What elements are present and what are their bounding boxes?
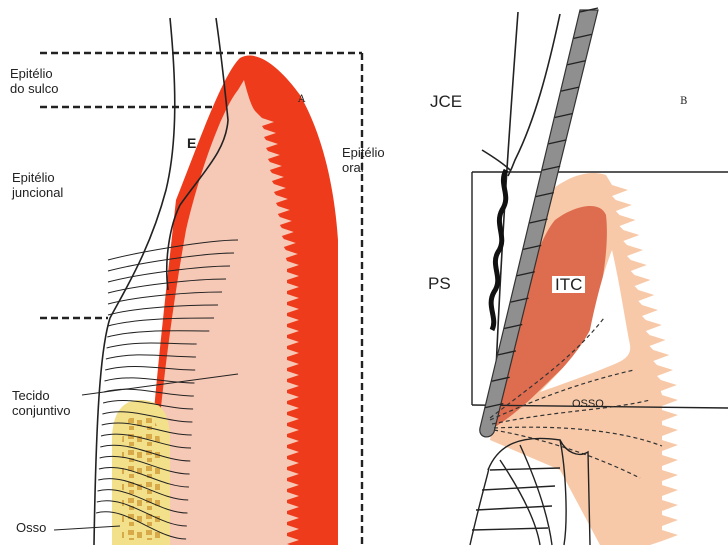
panel-a-letter: A — [298, 92, 305, 107]
label-bone-b: OSSO — [572, 397, 604, 412]
label-cej: JCE — [430, 94, 462, 109]
label-bone-a: Osso — [16, 520, 46, 535]
panel-b-letter: B — [680, 94, 687, 109]
label-e-marker: E — [187, 136, 196, 151]
panel-b — [470, 8, 728, 545]
panel-a — [40, 18, 362, 545]
label-ps: PS — [428, 276, 451, 291]
label-itc: ITC — [552, 276, 585, 293]
